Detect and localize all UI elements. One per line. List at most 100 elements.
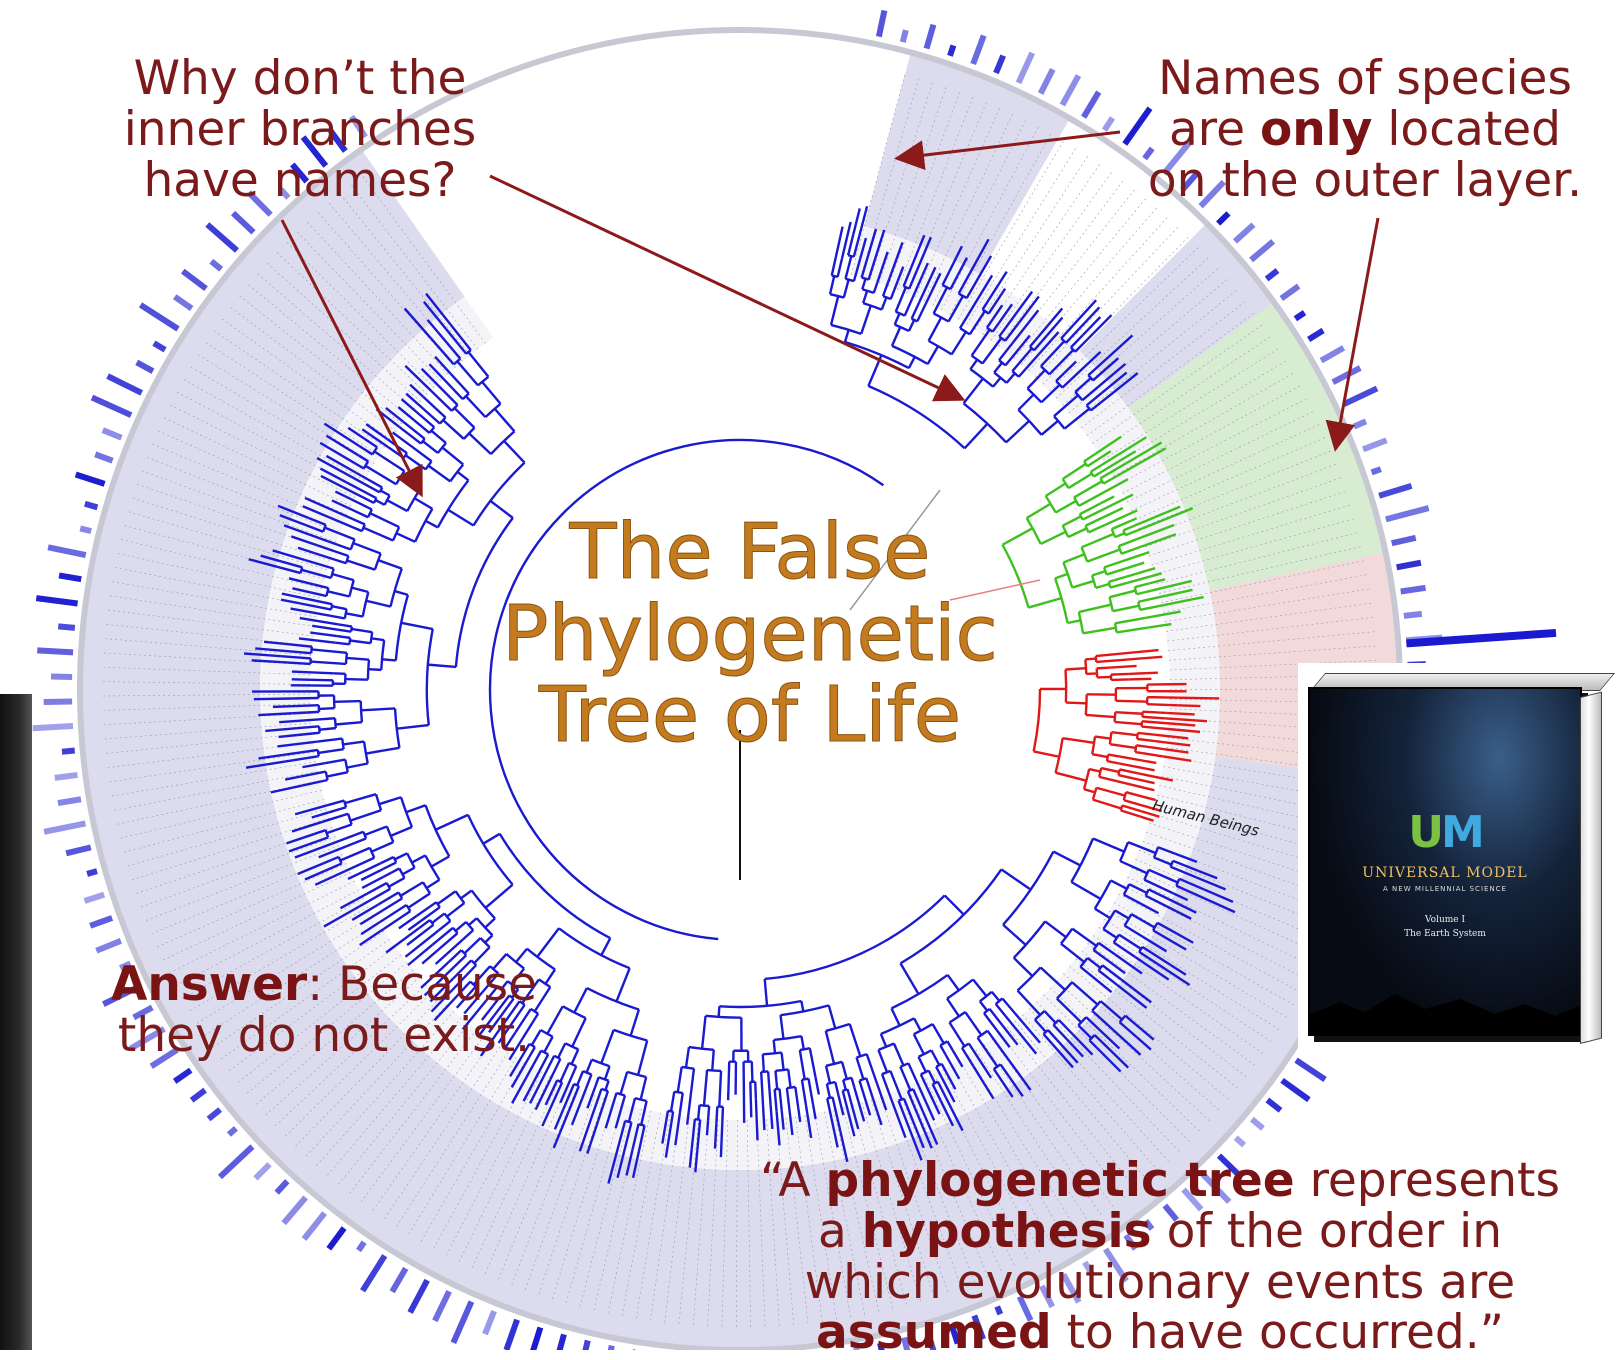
clade-arc [980,992,992,1002]
outer-bar [1084,92,1099,117]
outer-bar [1397,563,1421,568]
clade-arc [635,1098,647,1101]
clade-arc [901,869,1002,963]
book-logo-u: U [1408,807,1441,858]
internal-branch [415,498,433,509]
internal-branch [293,712,319,713]
internal-branch [350,641,371,644]
leaf-branch [1120,757,1156,763]
internal-branch [1034,751,1060,756]
outer-bar [137,362,153,371]
internal-branch [371,638,384,640]
internal-branch [1121,810,1140,816]
clade-arc [396,595,408,661]
clade-arc [1092,737,1095,755]
internal-branch [1063,516,1081,525]
internal-branch [587,1060,592,1073]
internal-branch [457,472,468,481]
internal-branch [1093,800,1121,809]
internal-branch [780,1089,782,1111]
outer-bar [1404,614,1422,616]
quote-line-1-emphasis: phylogenetic tree [825,1153,1294,1208]
clade-arc [1063,526,1069,537]
outer-bar [92,398,131,416]
internal-branch [328,591,350,596]
internal-branch [712,1050,714,1071]
internal-branch [1072,581,1094,588]
internal-branch [1140,605,1164,610]
outer-bar [207,225,237,251]
clade-arc [896,312,905,316]
internal-branch [838,259,842,277]
internal-branch [929,317,942,340]
outer-bar [1354,421,1366,426]
internal-branch [402,868,414,875]
internal-branch [1115,712,1142,714]
clade-arc [1091,472,1094,477]
internal-branch [671,1092,674,1112]
internal-branch [722,1107,723,1124]
leaf-branch [1122,552,1149,561]
internal-branch [835,1082,838,1096]
book-subtitle: A NEW MILLENNIAL SCIENCE [1310,885,1580,893]
clade-arc [583,1071,591,1074]
internal-branch [842,1062,847,1079]
outer-bar [392,1268,406,1291]
clade-arc [1018,410,1041,435]
clade-arc [1079,612,1083,633]
outer-bar [1296,1060,1325,1079]
internal-branch [352,629,373,632]
leaf-branch [1124,563,1144,569]
clade-arc [845,279,853,281]
internal-branch [391,827,412,836]
outer-bar [304,1213,325,1239]
internal-branch [848,234,853,255]
internal-branch [387,500,407,511]
clade-arc [787,1087,795,1088]
clade-arc [559,928,630,968]
outer-bar [1386,508,1429,519]
leaf-branch [1106,510,1138,524]
internal-branch [1092,754,1108,757]
question-line-1: Why don’t the [110,54,490,105]
outer-bar [453,1302,471,1343]
internal-branch [808,1079,812,1104]
clade-arc [371,632,373,643]
clade-arc [1085,526,1088,533]
internal-branch [1045,921,1066,937]
clade-arc [1085,659,1086,673]
clade-arc [781,1005,829,1015]
internal-branch [486,885,513,908]
internal-branch [456,922,467,931]
clade-arc [1086,694,1087,715]
book-system: The Earth System [1310,929,1580,939]
internal-branch [832,257,836,275]
internal-branch [382,659,396,660]
clade-arc [918,1050,931,1057]
outer-bar [532,1327,541,1350]
outer-bar [1392,538,1416,543]
internal-branch [395,853,407,859]
internal-branch [782,1053,784,1070]
internal-branch [1027,504,1051,518]
internal-branch [774,1040,775,1053]
internal-branch [345,794,376,803]
clade-arc [599,1077,609,1080]
internal-branch [350,810,381,820]
internal-branch [443,420,464,439]
internal-branch [586,1074,592,1088]
internal-branch [1041,532,1066,544]
clade-arc [450,464,463,481]
internal-branch [857,1058,864,1080]
internal-branch [1084,789,1095,792]
internal-branch [788,1069,790,1087]
internal-branch [1107,761,1119,763]
internal-branch [1122,805,1141,811]
clade-arc [882,1071,890,1074]
clade-arc [587,988,639,1009]
internal-branch [1056,773,1087,781]
internal-branch [329,807,346,812]
leaf-branch [763,1105,764,1130]
internal-branch [1089,769,1100,772]
internal-branch [366,601,390,607]
